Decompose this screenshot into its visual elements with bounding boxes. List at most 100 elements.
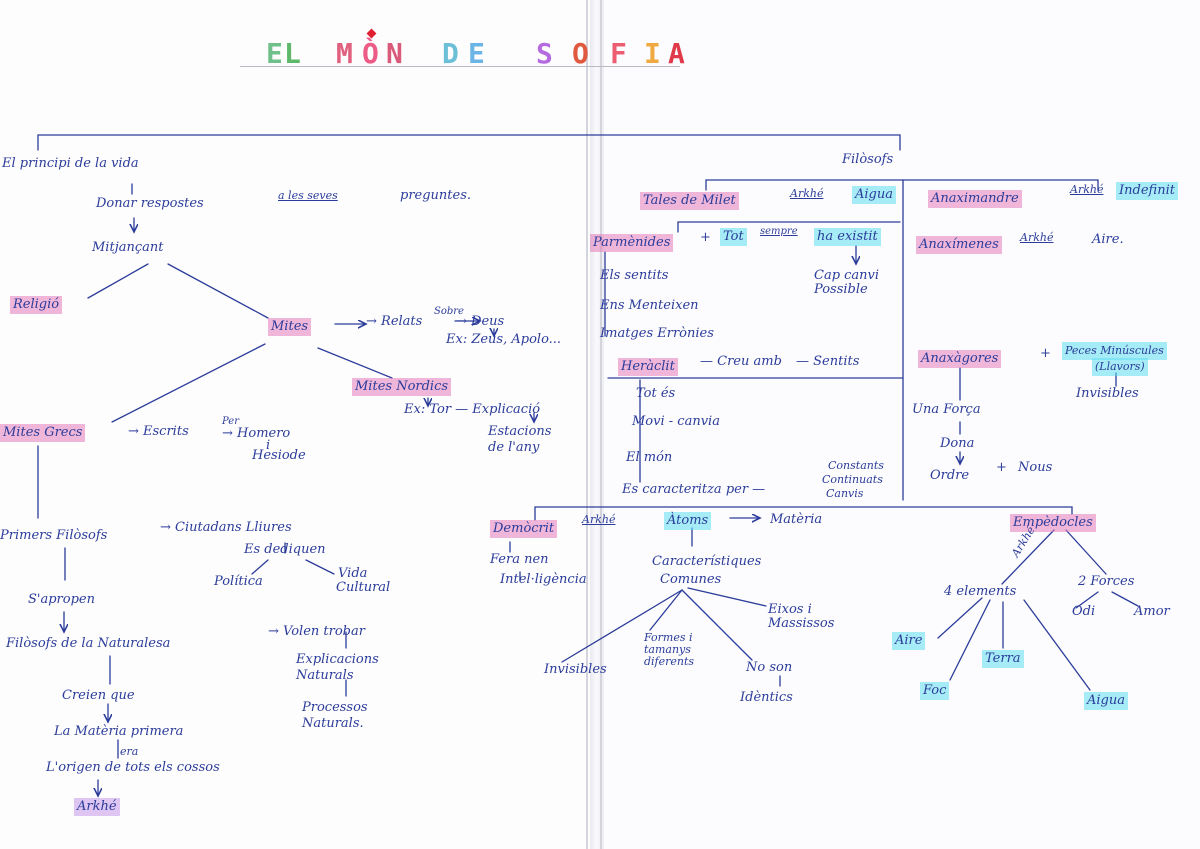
text-arkhe-democrit: Arkhé — [582, 513, 616, 526]
title-underline — [240, 66, 680, 67]
node-mites: Mites — [268, 318, 312, 336]
text-politica: Política — [214, 574, 263, 589]
left-page-edge — [586, 0, 588, 849]
text-processos: Processos — [302, 700, 368, 715]
node-democrit: Demòcrit — [490, 520, 558, 538]
text-caracteristiques: Característiques — [652, 554, 762, 569]
title-letter: F — [610, 37, 628, 70]
text-vida: Vida — [338, 566, 368, 581]
text-tot-es: Tot és — [636, 386, 676, 401]
text-invisibles-anaxagores: Invisibles — [1076, 386, 1139, 401]
node-terra: Terra — [982, 650, 1024, 668]
text-era: era — [120, 745, 139, 758]
title-letter: Ò — [362, 37, 380, 70]
text-sentits: — Sentits — [796, 354, 860, 369]
title-letter: D — [442, 37, 460, 70]
text-tamanys: tamanys — [644, 643, 691, 656]
text-primers-filosofs: Primers Filòsofs — [0, 528, 108, 543]
text-sapropen: S'apropen — [28, 592, 95, 607]
node-indefinit: Indefinit — [1116, 182, 1178, 200]
node-religio: Religió — [10, 296, 63, 314]
text-donar-respostes: Donar respostes — [96, 196, 204, 211]
text-4-elements: 4 elements — [944, 584, 1017, 599]
text-movi-canvia: Movi - canvia — [632, 414, 720, 429]
text-eixos: Eixos i — [768, 602, 812, 617]
text-dona: Dona — [940, 436, 975, 451]
text-plus-anaxagores: + — [1040, 346, 1051, 361]
title-letter: N — [386, 37, 404, 70]
node-mites-grecs: Mites Grecs — [0, 424, 86, 442]
text-invisibles-democrit: Invisibles — [544, 662, 607, 677]
text-ciutadans-lliures: → Ciutadans Lliures — [160, 520, 292, 535]
node-atoms: Àtoms — [664, 512, 712, 530]
text-filosofs: Filòsofs — [842, 152, 894, 167]
node-tot: Tot — [720, 228, 747, 246]
text-per: Per — [222, 416, 239, 427]
text-naturals-2: Naturals. — [302, 716, 364, 731]
title-letter: I — [644, 37, 662, 70]
text-creien-que: Creien que — [62, 688, 135, 703]
text-diferents: diferents — [644, 655, 695, 668]
node-anaximandre: Anaximandre — [928, 190, 1022, 208]
text-cap-canvi: Cap canvi — [814, 268, 880, 283]
text-a-les-seves: a les seves — [278, 189, 338, 202]
text-ordre: Ordre — [930, 468, 970, 483]
text-aire-anaximenes: Aire. — [1092, 232, 1124, 247]
text-odi: Odi — [1072, 604, 1096, 619]
text-identics: Idèntics — [740, 690, 793, 705]
text-i: i — [266, 438, 271, 453]
node-foc: Foc — [920, 682, 950, 700]
node-aigua-tales: Aigua — [852, 186, 896, 204]
text-relats: → Relats — [366, 314, 423, 329]
text-es-caracteritza: Es caracteritza per — — [622, 482, 766, 497]
text-materia: Matèria — [770, 512, 823, 527]
text-hesiode: Hesiode — [252, 448, 306, 463]
text-una-forca: Una Força — [912, 402, 981, 417]
text-els-sentits: Els sentits — [600, 268, 669, 283]
node-tales-de-milet: Tales de Milet — [640, 192, 739, 210]
title-letter: A — [668, 37, 686, 70]
text-plus-parmenides: + — [700, 230, 711, 245]
text-nous: Nous — [1018, 460, 1053, 475]
text-creu-amb: — Creu amb — [700, 354, 782, 369]
node-llavors: (Llavors) — [1092, 358, 1148, 376]
text-naturals: Naturals — [296, 668, 354, 683]
title-letter: M — [336, 37, 354, 70]
node-ha-existit: ha existit — [814, 228, 881, 246]
text-estacions: Estacions — [488, 424, 552, 439]
node-mites-nordics: Mites Nordics — [352, 378, 452, 396]
text-intelligencia: Intel·ligència — [500, 572, 587, 587]
text-ex-tor: Ex: Tor — Explicació — [404, 402, 541, 417]
text-no-son: No son — [746, 660, 793, 675]
text-amor: Amor — [1134, 604, 1170, 619]
text-continuats: Continuats — [822, 473, 883, 486]
node-parmenides: Parmènides — [590, 234, 674, 252]
title-letter: S — [536, 37, 554, 70]
text-plus-nous: + — [996, 460, 1007, 475]
text-cultural: Cultural — [336, 580, 391, 595]
node-aire-empedocles: Aire — [892, 632, 926, 650]
node-aigua-empedocles: Aigua — [1084, 692, 1128, 710]
text-escrits: → Escrits — [128, 424, 189, 439]
text-2-forces: 2 Forces — [1078, 574, 1135, 589]
title-letter: O — [572, 37, 590, 70]
text-sobre: Sobre — [434, 306, 464, 317]
text-comunes: Comunes — [660, 572, 722, 587]
text-sempre: sempre — [760, 226, 798, 237]
node-anaximenes: Anaxímenes — [916, 236, 1002, 254]
title-letter: E — [266, 37, 284, 70]
title-letter: L — [284, 37, 302, 70]
node-empedocles: Empèdocles — [1010, 514, 1096, 532]
text-filosofs-naturalesa: Filòsofs de la Naturalesa — [6, 636, 171, 651]
text-origen-cossos: L'origen de tots els cossos — [46, 760, 220, 775]
text-constants: Constants — [828, 459, 884, 472]
text-deus: → Deus — [456, 314, 505, 329]
text-de-lany: de l'any — [488, 440, 540, 455]
text-canvis: Canvis — [826, 487, 864, 500]
text-volen-trobar: → Volen trobar — [268, 624, 365, 639]
left-page — [0, 0, 592, 849]
text-formes: Formes i — [644, 631, 693, 644]
node-arkhe-left: Arkhé — [74, 798, 120, 816]
